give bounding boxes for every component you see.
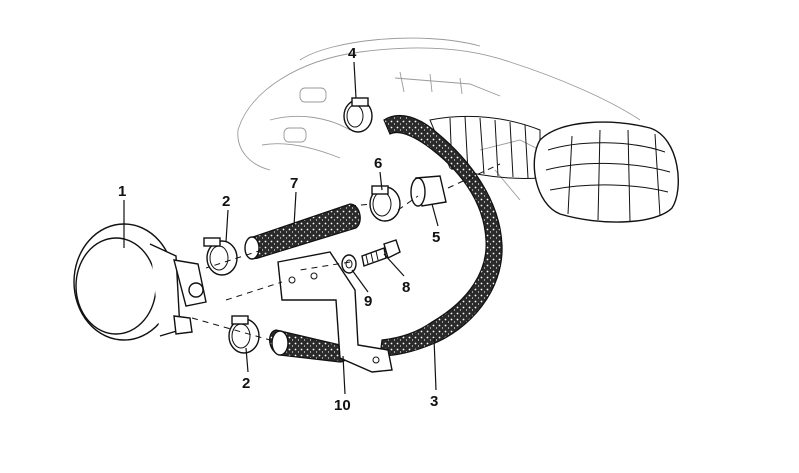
callout-8: 8 xyxy=(402,279,410,296)
bolt-8 xyxy=(361,239,401,267)
callout-3: 3 xyxy=(430,393,438,410)
sleeve-5 xyxy=(410,175,447,207)
callout-labels: 1 2 2 3 4 5 6 7 8 9 10 xyxy=(118,45,440,414)
hose-7-end xyxy=(244,236,260,260)
clamp-2-lower xyxy=(228,315,260,354)
hose-lower-end xyxy=(271,330,289,356)
clamp-2-upper xyxy=(203,237,238,276)
hose-7 xyxy=(245,203,361,260)
engine-outline-background xyxy=(237,37,641,201)
callout-2-lower: 2 xyxy=(242,375,250,392)
callout-4: 4 xyxy=(348,45,357,62)
air-cleaner-housing xyxy=(533,121,679,223)
callout-9: 9 xyxy=(364,293,372,310)
bracket-10 xyxy=(277,251,393,373)
clamp-6 xyxy=(369,185,401,222)
callout-2-upper: 2 xyxy=(222,193,230,210)
callout-5: 5 xyxy=(432,229,440,246)
vacuum-unit-1 xyxy=(73,223,207,341)
hose-3 xyxy=(379,115,503,357)
assembly-lines xyxy=(191,163,501,341)
callout-1: 1 xyxy=(118,183,126,200)
leader-lines xyxy=(123,61,439,395)
callout-7: 7 xyxy=(290,175,298,192)
callout-10: 10 xyxy=(334,397,351,414)
callout-6: 6 xyxy=(374,155,382,172)
clamp-4 xyxy=(343,97,373,133)
washer-9 xyxy=(341,254,357,274)
